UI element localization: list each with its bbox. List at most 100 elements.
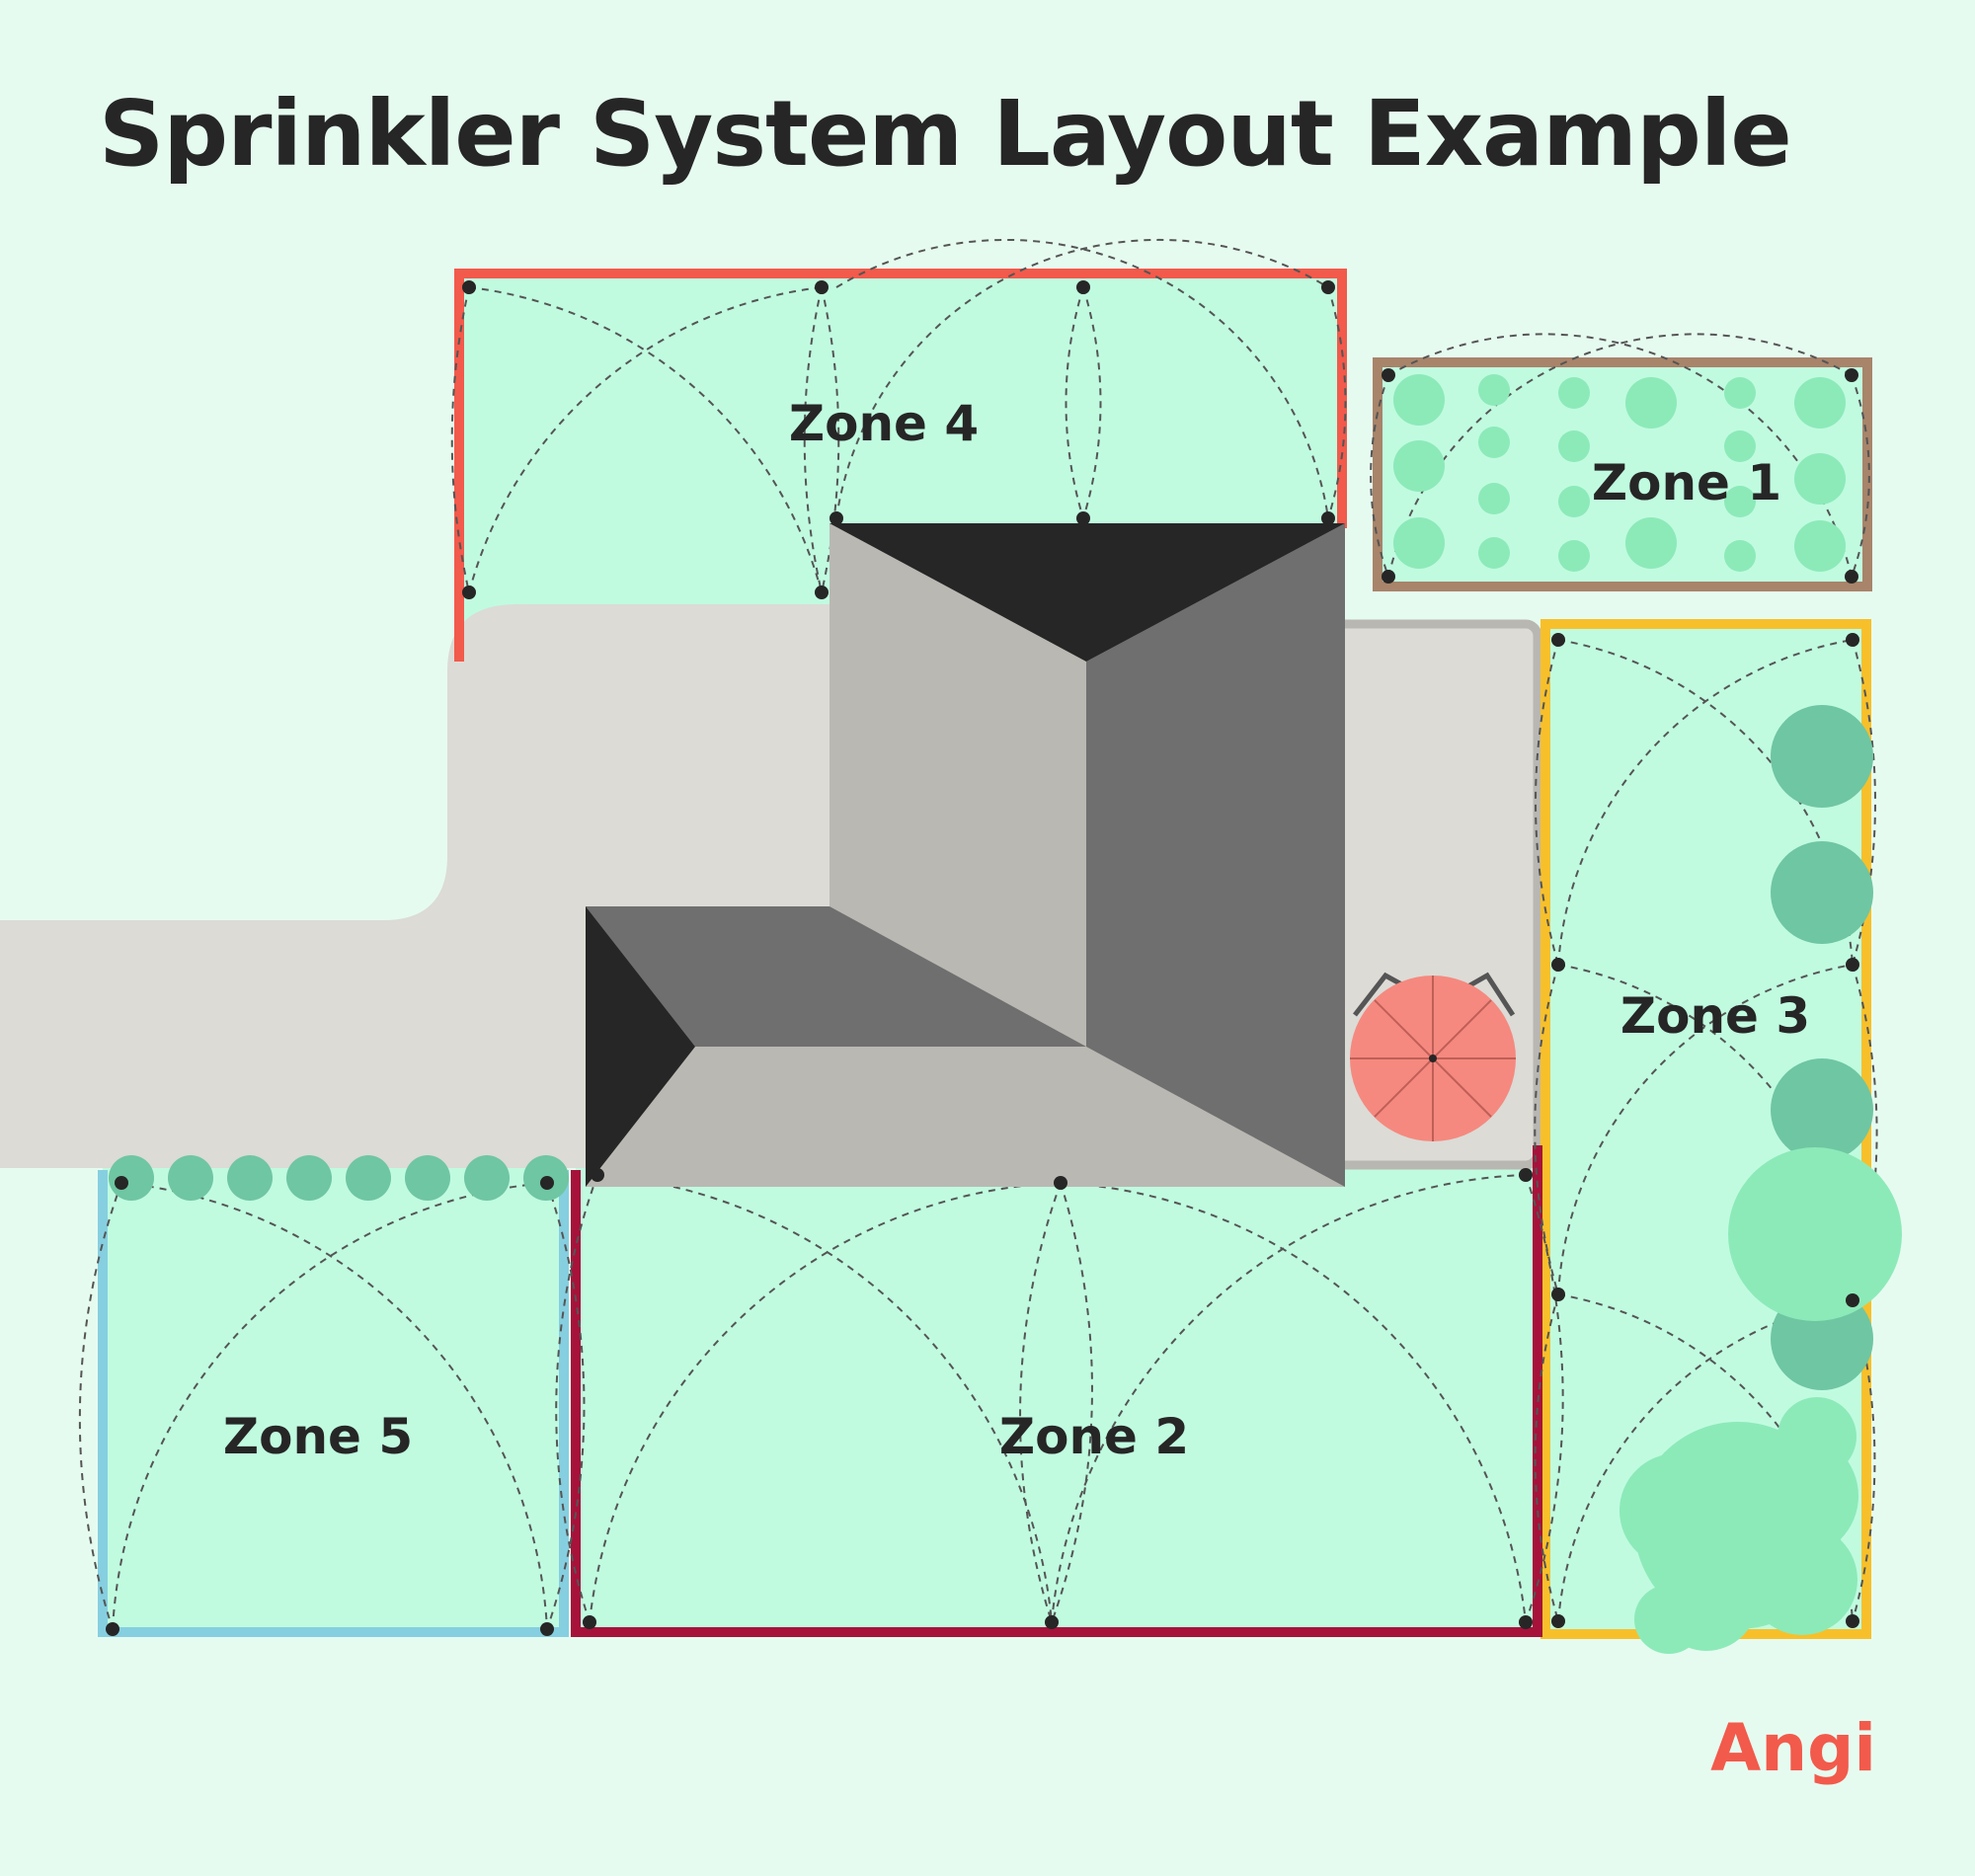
shrub xyxy=(168,1155,213,1201)
sprinkler-head xyxy=(1551,1614,1565,1628)
house-roof xyxy=(586,523,1345,1187)
sprinkler-head xyxy=(1551,1288,1565,1301)
sprinkler-head xyxy=(1054,1176,1067,1190)
sprinkler-head xyxy=(462,586,476,599)
sprinkler-head xyxy=(115,1176,128,1190)
plant xyxy=(1558,486,1590,517)
sprinkler-head xyxy=(1846,1293,1859,1307)
zone-5-label: Zone 5 xyxy=(223,1408,413,1465)
plant xyxy=(1478,537,1510,569)
plant xyxy=(1794,520,1846,572)
sprinkler-heads xyxy=(106,280,1859,1636)
zone-2-spray-arc xyxy=(1019,1182,1062,1623)
roof-face-shaded xyxy=(586,906,1086,1047)
sprinkler-head xyxy=(1846,1614,1859,1628)
zone-3-spray-arc xyxy=(1557,639,1854,966)
plant xyxy=(1794,377,1846,429)
plant xyxy=(1393,440,1445,492)
brand-logo: Angi xyxy=(1710,1710,1876,1786)
sprinkler-head xyxy=(1045,1615,1059,1629)
plant xyxy=(1478,427,1510,458)
zone-labels: Zone 4 Zone 1 Zone 3 Zone 5 Zone 2 xyxy=(223,395,1810,1465)
zone-4-spray-arc xyxy=(1082,286,1102,519)
tree xyxy=(1728,1147,1902,1321)
zone-4-label: Zone 4 xyxy=(789,395,979,452)
zone-3-spray-arc xyxy=(1557,964,1854,1295)
sprinkler-head xyxy=(1845,570,1858,584)
flower-bed xyxy=(1393,374,1846,572)
zone-4-spray-arc xyxy=(821,286,840,593)
plant xyxy=(1625,517,1677,569)
roof-face-dark xyxy=(586,906,695,1187)
zone-4-spray-arc xyxy=(835,238,1329,519)
page-title: Sprinkler System Layout Example xyxy=(99,81,1792,187)
zone-2-spray-arc xyxy=(589,1182,1062,1623)
shrub xyxy=(464,1155,510,1201)
sprinkler-head xyxy=(106,1622,119,1636)
zone-2-lawn xyxy=(576,1165,1536,1631)
zone-4-spray-arc xyxy=(468,286,823,593)
sprinkler-head xyxy=(815,586,829,599)
shrub xyxy=(1771,705,1873,808)
plant xyxy=(1724,540,1756,572)
zone-4-spray-arc xyxy=(1327,286,1347,519)
zone-1-lawn xyxy=(1380,365,1865,585)
zone-1-spray-arc xyxy=(1851,374,1870,578)
sprinkler-head xyxy=(815,280,829,294)
zone-4-border xyxy=(454,269,1347,662)
zone-4-spray-arc xyxy=(1065,286,1084,519)
plant xyxy=(1393,517,1445,569)
sprinkler-head xyxy=(1846,958,1859,972)
zone-4-spray-arc xyxy=(835,238,1329,519)
zone-3-spray-arc xyxy=(1534,964,1559,1295)
zone-5-spray-arc xyxy=(112,1182,548,1630)
plant xyxy=(1794,453,1846,505)
zone-1-label: Zone 1 xyxy=(1592,454,1781,511)
zone-1-border xyxy=(1373,357,1872,591)
zone-2-spray-arc xyxy=(1051,1174,1527,1623)
plant xyxy=(1724,486,1756,517)
sprinkler-head xyxy=(1519,1168,1533,1182)
plant xyxy=(1558,540,1590,572)
zone-2-border xyxy=(571,1145,1542,1637)
zone-4-spray-arc xyxy=(803,286,823,593)
plant xyxy=(1724,377,1756,409)
sprinkler-head xyxy=(1076,280,1090,294)
sprinkler-head xyxy=(540,1176,554,1190)
sprinkler-head xyxy=(462,280,476,294)
sprinkler-head xyxy=(583,1615,596,1629)
patio-umbrella xyxy=(1350,972,1516,1141)
sprinkler-head xyxy=(591,1168,604,1182)
roof-face-shaded xyxy=(1086,523,1345,1187)
shrub xyxy=(227,1155,273,1201)
zone-4-spray-arc xyxy=(468,286,823,593)
plant xyxy=(1393,374,1445,426)
zone-3-plants xyxy=(1620,705,1902,1654)
zone-3-spray-arc xyxy=(1534,1293,1559,1622)
sprinkler-head xyxy=(540,1622,554,1636)
tree xyxy=(1620,1422,1858,1654)
zone-1-spray-arc xyxy=(1370,374,1389,578)
zone-2-spray-arc xyxy=(1060,1182,1527,1623)
sprinkler-head xyxy=(1845,368,1858,382)
zone-2-spray-arc xyxy=(1051,1182,1093,1623)
zone-2-spray-arc xyxy=(596,1174,1053,1623)
zone-5-spray-arc xyxy=(120,1182,548,1630)
sprinkler-head xyxy=(1382,570,1395,584)
sprinkler-head xyxy=(830,511,843,525)
sprinkler-head xyxy=(1321,280,1335,294)
umbrella-pole xyxy=(1429,1055,1437,1062)
sprinkler-head xyxy=(1321,511,1335,525)
shrub xyxy=(346,1155,391,1201)
plant xyxy=(1558,377,1590,409)
plant xyxy=(1478,374,1510,406)
zone-5-lawn xyxy=(103,1165,562,1631)
plant xyxy=(1478,483,1510,514)
sprinkler-head xyxy=(1076,511,1090,525)
sprinkler-head xyxy=(1551,633,1565,647)
zone-4-spray-arc xyxy=(450,286,470,593)
plant xyxy=(1558,430,1590,462)
sprinkler-head xyxy=(1846,633,1859,647)
